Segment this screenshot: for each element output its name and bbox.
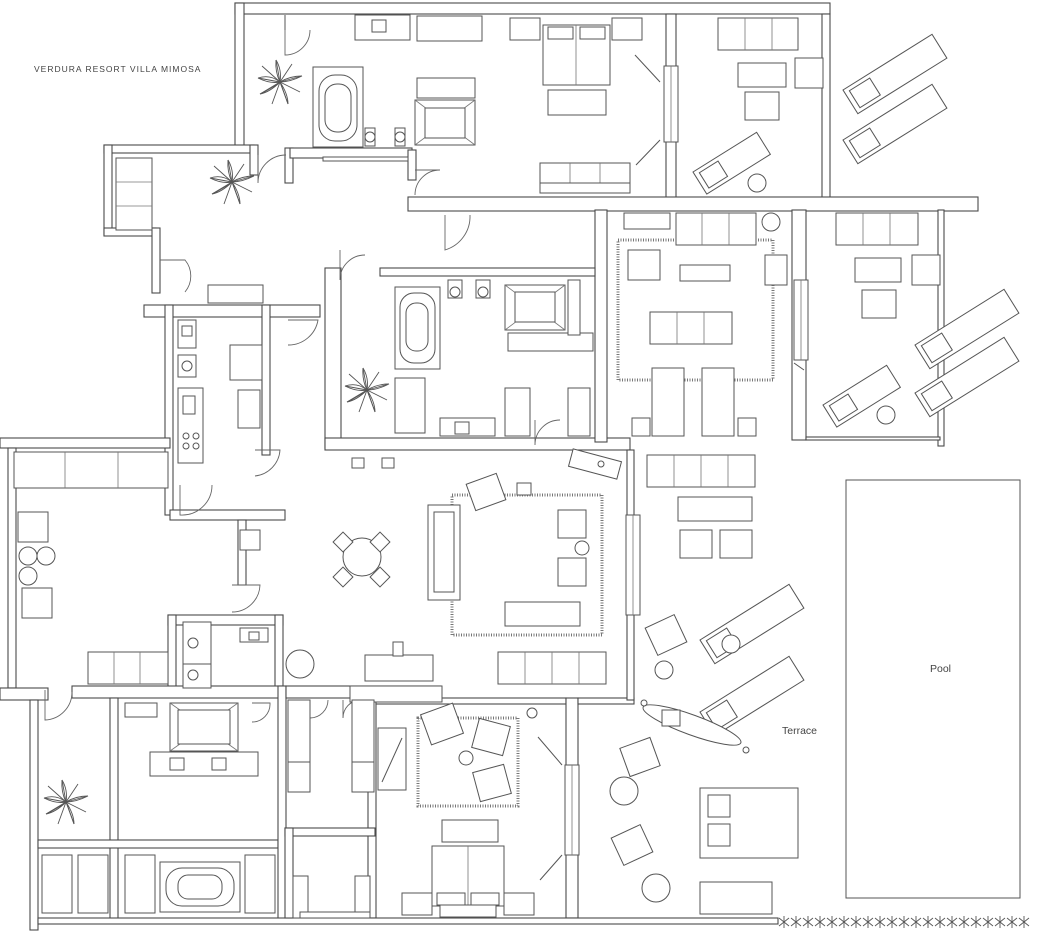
hedge-leaf [874,916,886,928]
plan-title: VERDURA RESORT VILLA MIMOSA [34,64,201,74]
hedge [778,916,1030,928]
dining-area [332,448,623,588]
north-bedroom [509,17,643,194]
hedge-leaf [1006,916,1018,928]
hedge-leaf [886,916,898,928]
hedge-leaf [934,916,946,928]
plant-icon [257,59,303,105]
hedge-leaf [970,916,982,928]
hedge-leaf [958,916,970,928]
main-living-room [427,472,590,627]
plant-icon [209,159,255,205]
north-east-lounge [692,17,824,195]
hedge-leaf [802,916,814,928]
terrace-lounge [609,454,805,915]
pool-label: Pool [930,663,951,675]
south-closets [287,699,375,919]
doors [44,15,561,723]
hedge-leaf [826,916,838,928]
hedge-leaf [814,916,826,928]
north-bathroom [312,14,483,162]
south-bedroom [377,702,538,918]
west-bathroom [87,621,607,703]
plant-icon [43,779,89,825]
terrace-label: Terrace [782,725,817,737]
north-west-annex [115,157,153,231]
pool: Pool [845,479,1021,899]
hedge-leaf [946,916,958,928]
hedge-leaf [922,916,934,928]
windows [537,54,809,881]
middle-bathroom [394,279,594,437]
hedge-leaf [1018,916,1030,928]
east-sunbeds [914,288,1020,418]
central-lounge [623,212,788,437]
west-living [13,451,169,619]
hedge-leaf [994,916,1006,928]
hedge-leaf [982,916,994,928]
hedge-leaf [838,916,850,928]
south-bathroom [41,702,276,914]
kitchen [177,284,264,551]
hedge-leaf [910,916,922,928]
hedge-leaf [850,916,862,928]
hedge-leaf [790,916,802,928]
north-east-sunbeds [842,33,948,165]
plant-icon [344,367,390,413]
hedge-leaf [778,916,790,928]
east-lounge [822,212,941,428]
hedge-leaf [898,916,910,928]
hedge-leaf [862,916,874,928]
